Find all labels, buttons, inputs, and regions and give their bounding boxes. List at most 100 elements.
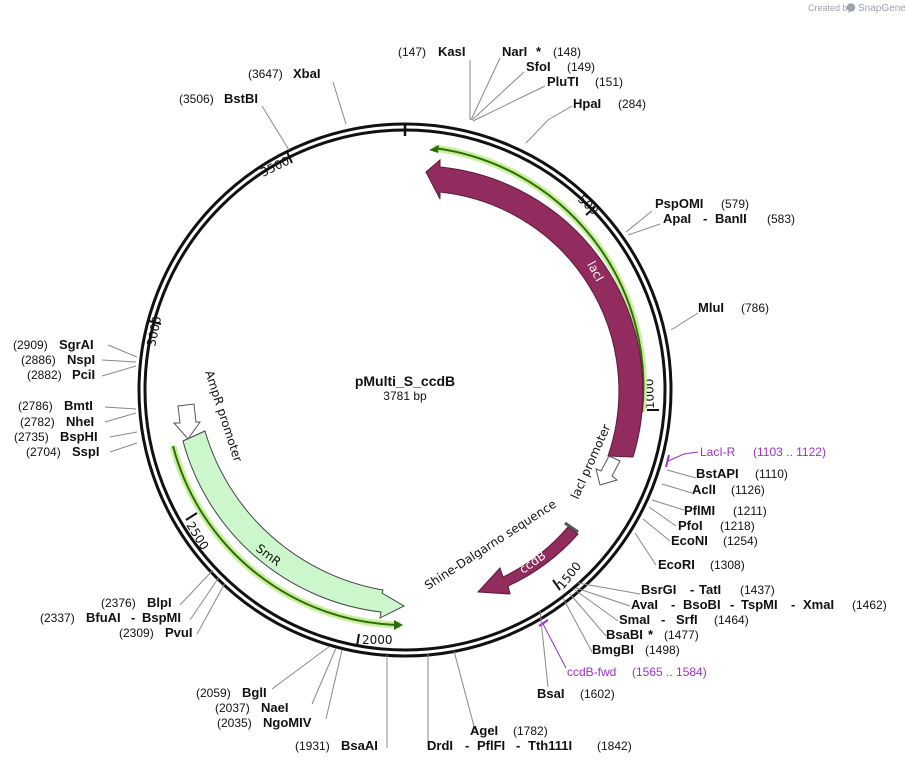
- site-bstBI-pos: (3506): [179, 92, 214, 106]
- tick-3000-mark: [148, 320, 162, 325]
- smR-feature[interactable]: SmR: [182, 430, 406, 619]
- site-drdI-pos: (1842): [597, 739, 632, 753]
- site-ecoRI[interactable]: EcoRI (1308): [658, 557, 745, 572]
- site-drdI-sep2: -: [516, 738, 520, 753]
- site-bstBI[interactable]: (3506) BstBI: [179, 91, 258, 106]
- site-bsrGI[interactable]: BsrGI - TatI (1437): [641, 582, 775, 597]
- site-nspI[interactable]: (2886) NspI: [21, 352, 95, 367]
- ccdB-feature[interactable]: ccdB Shine-Dalgarno sequence: [422, 497, 579, 595]
- site-pflMI-name: PflMI: [684, 503, 715, 518]
- site-bsaI[interactable]: BsaI (1602): [537, 686, 615, 701]
- site-ecoNI-pos: (1254): [723, 534, 758, 548]
- site-bsrGI-name: BsrGI: [641, 582, 676, 597]
- tick-2000-mark: [356, 633, 360, 647]
- site-bmtI[interactable]: (2786) BmtI: [18, 398, 93, 413]
- site-bfuAI[interactable]: (2337) BfuAI - BspMI: [40, 610, 181, 625]
- site-bsaBI-name: BsaBI: [606, 627, 643, 642]
- primer-lacI-R[interactable]: LacI-R (1103 .. 1122): [665, 445, 826, 468]
- site-bsaBI[interactable]: BsaBI * (1477): [606, 627, 699, 642]
- site-bsaI-pos: (1602): [580, 687, 615, 701]
- site-avaI-sep3: -: [791, 597, 795, 612]
- site-pluTI[interactable]: PluTI (151): [547, 74, 623, 89]
- site-smaI-pos: (1464): [714, 613, 749, 627]
- site-pvuI-name: PvuI: [165, 625, 192, 640]
- site-smaI[interactable]: SmaI - SrfI (1464): [619, 612, 749, 627]
- site-sfoI-name: SfoI: [526, 59, 551, 74]
- site-naeI-pos: (2037): [215, 701, 250, 715]
- site-bspHI[interactable]: (2735) BspHI: [14, 429, 98, 444]
- site-kasI[interactable]: (147) KasI: [398, 44, 465, 59]
- site-sgrAI[interactable]: (2909) SgrAI: [13, 337, 94, 352]
- site-ageI-pos: (1782): [513, 724, 548, 738]
- site-bsaBI-star: *: [648, 627, 654, 642]
- site-aclI-name: AclI: [692, 482, 716, 497]
- site-nheI-name: NheI: [66, 414, 94, 429]
- site-ageI[interactable]: AgeI (1782): [470, 723, 548, 738]
- site-ecoNI[interactable]: EcoNI (1254): [671, 533, 758, 548]
- site-tatI-name: TatI: [699, 582, 721, 597]
- site-bstAPI[interactable]: BstAPI (1110): [696, 466, 788, 481]
- site-pvuI[interactable]: (2309) PvuI: [119, 625, 192, 640]
- site-narI-name: NarI: [502, 44, 527, 59]
- site-sfoI[interactable]: SfoI (149): [526, 59, 595, 74]
- primer-ccdB-fwd-range: (1565 .. 1584): [632, 665, 707, 679]
- site-mluI-pos: (786): [741, 301, 769, 315]
- tick-3500-mark: [286, 151, 293, 164]
- site-avaI[interactable]: AvaI - BsoBI - TspMI - XmaI (1462): [631, 597, 887, 612]
- site-ngoMIV[interactable]: (2035) NgoMIV: [217, 715, 312, 730]
- lacI-feature[interactable]: lacI: [425, 158, 644, 458]
- site-ageI-name: AgeI: [470, 723, 498, 738]
- smR-strand: [169, 445, 403, 630]
- site-ecoNI-name: EcoNI: [671, 533, 708, 548]
- primer-ccdB-fwd-name: ccdB-fwd: [567, 665, 616, 679]
- site-xbaI[interactable]: (3647) XbaI: [248, 66, 320, 81]
- site-bglI[interactable]: (2059) BglI: [196, 685, 267, 700]
- credit-prefix: Created by: [808, 3, 853, 13]
- site-tth111I-name: Tth111I: [528, 738, 572, 753]
- site-naeI[interactable]: (2037) NaeI: [215, 700, 288, 715]
- site-bglI-name: BglI: [242, 685, 267, 700]
- site-mluI[interactable]: MluI (786): [698, 300, 769, 315]
- site-ecoRI-pos: (1308): [710, 558, 745, 572]
- snapgene-logo-icon: [846, 3, 856, 12]
- site-pflMI-pos: (1211): [733, 504, 767, 518]
- site-pflMI[interactable]: PflMI (1211): [684, 503, 767, 518]
- site-drdI[interactable]: DrdI - PflFI - Tth111I (1842): [427, 738, 632, 753]
- site-banII-name: BanII: [715, 211, 747, 226]
- site-pfoI-name: PfoI: [678, 518, 703, 533]
- site-pclI-pos: (2882): [27, 368, 62, 382]
- site-smaI-sep: -: [661, 612, 665, 627]
- site-pfoI-pos: (1218): [720, 519, 755, 533]
- lacI-promoter[interactable]: lacI promoter: [568, 422, 621, 501]
- site-sgrAI-name: SgrAI: [59, 337, 94, 352]
- site-sfoI-pos: (149): [567, 60, 595, 74]
- site-labels: (147) KasI NarI * (148) SfoI (149) PluTI…: [13, 44, 887, 753]
- site-blpI[interactable]: (2376) BlpI: [101, 595, 172, 610]
- site-bsrGI-pos: (1437): [740, 583, 775, 597]
- site-narI[interactable]: NarI * (148): [502, 44, 581, 59]
- site-bmtI-name: BmtI: [64, 398, 93, 413]
- site-apaI[interactable]: ApaI - BanII (583): [663, 211, 795, 226]
- site-nheI[interactable]: (2782) NheI: [20, 414, 94, 429]
- site-sgrAI-pos: (2909): [13, 338, 48, 352]
- site-bsaAI[interactable]: (1931) BsaAI: [295, 738, 378, 753]
- site-sspI[interactable]: (2704) SspI: [26, 444, 99, 459]
- site-bspMI-name: BspMI: [142, 610, 181, 625]
- site-pvuI-pos: (2309): [119, 626, 154, 640]
- site-bmgBI[interactable]: BmgBI (1498): [592, 642, 680, 657]
- primer-lacI-R-range: (1103 .. 1122): [753, 445, 826, 459]
- site-pfoI[interactable]: PfoI (1218): [678, 518, 755, 533]
- site-bsaAI-pos: (1931): [295, 739, 330, 753]
- site-pclI[interactable]: (2882) PciI: [27, 367, 95, 382]
- site-aclI[interactable]: AclI (1126): [692, 482, 765, 497]
- site-narI-pos: (148): [553, 45, 581, 59]
- tick-3000: 3000: [144, 315, 164, 348]
- site-pspOMI[interactable]: PspOMI (579): [655, 196, 749, 211]
- site-sspI-name: SspI: [72, 444, 99, 459]
- primer-ccdB-fwd[interactable]: ccdB-fwd (1565 .. 1584): [538, 619, 707, 679]
- site-bmgBI-pos: (1498): [645, 643, 680, 657]
- site-bstAPI-pos: (1110): [755, 467, 788, 481]
- site-hpaI[interactable]: HpaI (284): [573, 96, 646, 111]
- plasmid-name: pMulti_S_ccdB: [355, 373, 455, 389]
